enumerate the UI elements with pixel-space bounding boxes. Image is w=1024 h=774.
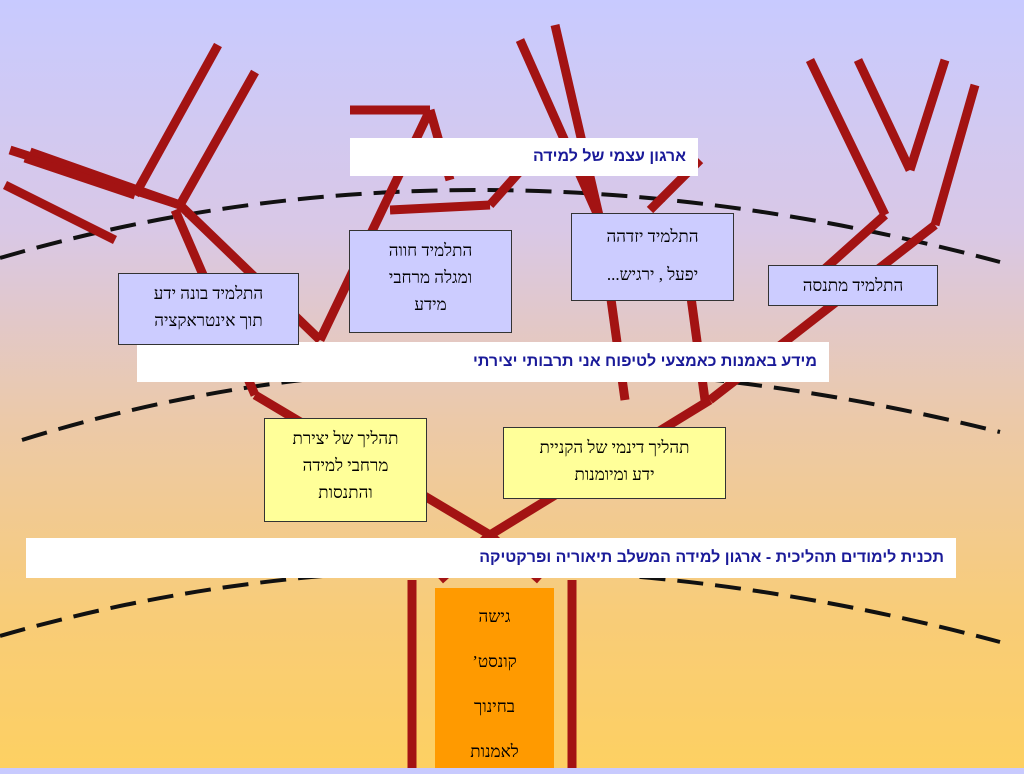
branch-far-left-4 [176, 69, 259, 208]
dashed-arc-bottom [0, 567, 1001, 644]
box-dynamic-process-line-1: תהליך דינמי של הקניית [539, 438, 690, 457]
box-experiments-line-1: התלמיד מתנסה [802, 276, 904, 295]
box-creating-spaces-line-2: מרחבי למידה [302, 456, 389, 475]
box-trunk-line-1: גישה [478, 607, 511, 626]
box-creating-spaces-line-3: והתנסות [318, 483, 373, 502]
branch-far-right-5 [905, 58, 950, 172]
box-identifies: התלמיד יזדהה יפעל , ירגיש... [571, 213, 734, 301]
box-identifies-line-1: התלמיד יזדהה [606, 227, 699, 246]
branch-far-right-3 [805, 58, 890, 217]
box-dynamic-process: תהליך דינמי של הקניית ידע ומיומנות [503, 427, 726, 499]
box-identifies-line-2: יפעל , ירגיש... [606, 265, 699, 284]
branch-far-right-4 [853, 58, 915, 172]
box-trunk-line-2: קונסט’ [472, 652, 517, 671]
box-builds-knowledge-line-2: תוך אינטראקציה [154, 311, 263, 330]
branch-center-right-1 [550, 23, 605, 222]
box-builds-knowledge-line-1: התלמיד בונה ידע [153, 284, 264, 303]
box-creating-spaces-line-1: תהליך של יצירת [292, 429, 399, 448]
branch-far-right-2 [930, 83, 980, 227]
box-trunk-line-3: בחינוך [474, 697, 515, 716]
branch-far-left-7 [2, 180, 118, 245]
box-creating-spaces: תהליך של יצירת מרחבי למידה והתנסות [264, 418, 427, 522]
box-experiences-line-1: התלמיד חווה [388, 241, 473, 260]
branch-center-left-4 [389, 200, 491, 215]
branch-far-left-5 [131, 42, 222, 198]
banner-self-organization: ארגון עצמי של למידה [350, 138, 698, 176]
box-trunk-line-4: לאמנות [470, 742, 519, 761]
branch-far-left-6 [23, 153, 137, 200]
box-experiences-line-2: ומגלה מרחבי [388, 268, 473, 287]
branch-far-left-3 [28, 147, 182, 210]
banner-curriculum: תכנית לימודים תהליכית - ארגון למידה המשל… [26, 538, 956, 578]
banner-art-information: מידע באמנות כאמצעי לטיפוח אני תרבותי יצי… [137, 342, 829, 382]
box-experiences: התלמיד חווה ומגלה מרחבי מידע [349, 230, 512, 333]
box-trunk-approach: גישה קונסט’ בחינוך לאמנות [435, 588, 554, 768]
box-dynamic-process-line-2: ידע ומיומנות [574, 465, 655, 484]
branch-center-right-2 [515, 38, 605, 222]
box-builds-knowledge: התלמיד בונה ידע תוך אינטראקציה [118, 273, 299, 345]
box-experiments: התלמיד מתנסה [768, 265, 938, 306]
dashed-arc-top [0, 188, 1001, 264]
box-experiences-line-3: מידע [414, 295, 447, 314]
